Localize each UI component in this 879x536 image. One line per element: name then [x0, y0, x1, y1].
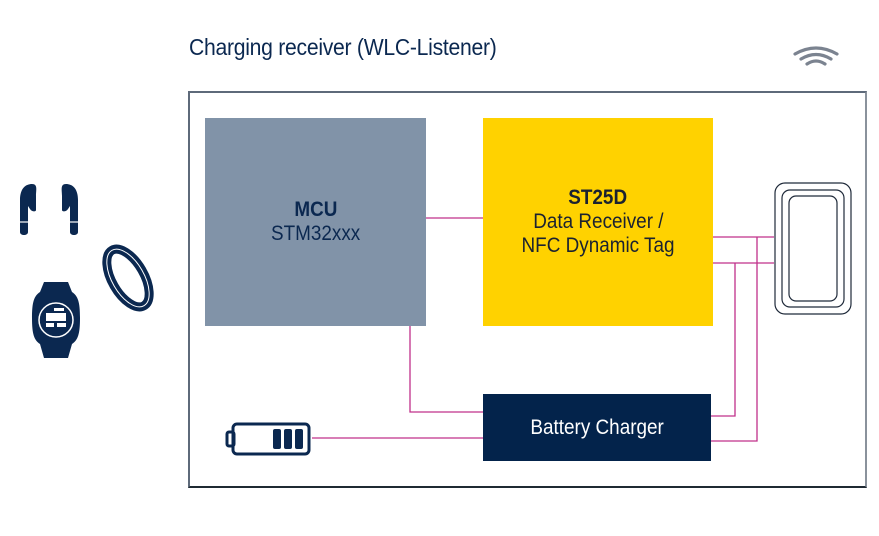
wire-mcu-charger: [409, 326, 483, 413]
wire-charger-coil-1: [711, 263, 736, 417]
mcu-title: MCU: [293, 198, 338, 221]
fitness-band-icon: [102, 244, 154, 312]
st25d-title: ST25D: [568, 186, 628, 209]
antenna-coil-icon: [774, 182, 852, 315]
mcu-subtitle: STM32xxx: [270, 222, 361, 245]
battery-icon: [225, 422, 311, 456]
diagram-title: Charging receiver (WLC-Listener): [189, 34, 497, 60]
wireless-signal-icon: [793, 46, 839, 66]
st25d-line2: NFC Dynamic Tag: [521, 234, 675, 257]
st25d-block: ST25D Data Receiver / NFC Dynamic Tag: [483, 118, 713, 326]
mcu-block: MCU STM32xxx: [205, 118, 426, 326]
battery-charger-block: Battery Charger: [483, 394, 711, 461]
wire-charger-coil-2: [711, 237, 758, 442]
charger-label: Battery Charger: [530, 415, 664, 439]
st25d-line1: Data Receiver /: [532, 210, 664, 233]
earbuds-icon: [20, 184, 78, 235]
receiver-frame: [188, 91, 867, 488]
smartwatch-icon: [32, 282, 80, 358]
